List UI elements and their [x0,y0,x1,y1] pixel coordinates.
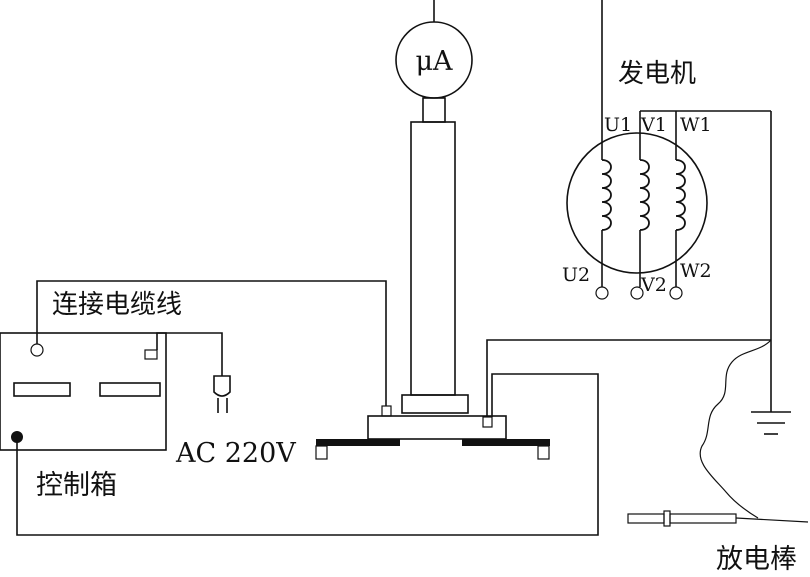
winding-u-coil [601,159,612,231]
cable-label: 连接电缆线 [52,290,182,320]
discharge-rod-label: 放电棒 [716,544,797,575]
microammeter: μA [395,0,473,99]
control-box-terminal-top [30,343,44,357]
return-wire [16,373,599,536]
column-neck [422,97,446,123]
platform-bar-left [316,439,400,446]
terminal-w2-post [669,286,683,300]
column-base-block [401,394,469,414]
hv-column [315,97,550,460]
connecting-cable [36,280,387,406]
winding-w-coil [675,159,686,231]
platform-foot-right [537,445,550,460]
terminal-w1-label: W1 [680,114,712,136]
control-box-socket [144,349,158,360]
generator-housing [566,132,708,274]
plug-body [213,375,231,397]
platform-bar-right [462,439,550,446]
platform-foot-left [315,445,328,460]
terminal-w2-label: W2 [680,260,712,282]
generator: 发电机 U1 V1 W1 U2 V2 W2 [562,0,772,340]
terminal-u2-post [595,286,609,300]
discharge-rod-guard [663,510,671,527]
power-plug-icon [156,332,231,413]
discharge-rod-grip [627,513,665,524]
discharge-rod-tip [735,517,809,523]
winding-v-coil [639,159,650,231]
terminal-v2-post [630,286,644,300]
terminal-v2-label: V2 [640,274,667,296]
terminal-u1-label: U1 [604,114,632,136]
terminal-u2-label: U2 [562,264,590,286]
control-box: 控制箱 [0,332,167,501]
base-terminal-right [482,416,493,428]
terminal-v1-label: V1 [640,114,667,136]
ground-connection [751,340,791,435]
supply-label: AC 220V [175,438,296,469]
control-box-frame [0,332,167,451]
test-base-box [367,415,507,440]
ammeter-label: μA [415,46,453,77]
discharge-rod-cable [699,339,772,519]
generator-label: 发电机 [618,59,696,89]
base-to-ground-wire [486,339,771,417]
power-cord [156,332,223,376]
discharge-rod-shaft [669,513,737,524]
column-body [410,121,456,396]
control-box-label: 控制箱 [36,470,117,501]
discharge-rod: 放电棒 [627,339,809,575]
base-terminal-left [381,405,392,417]
control-box-slot-left [13,382,71,397]
control-box-slot-right [99,382,161,397]
